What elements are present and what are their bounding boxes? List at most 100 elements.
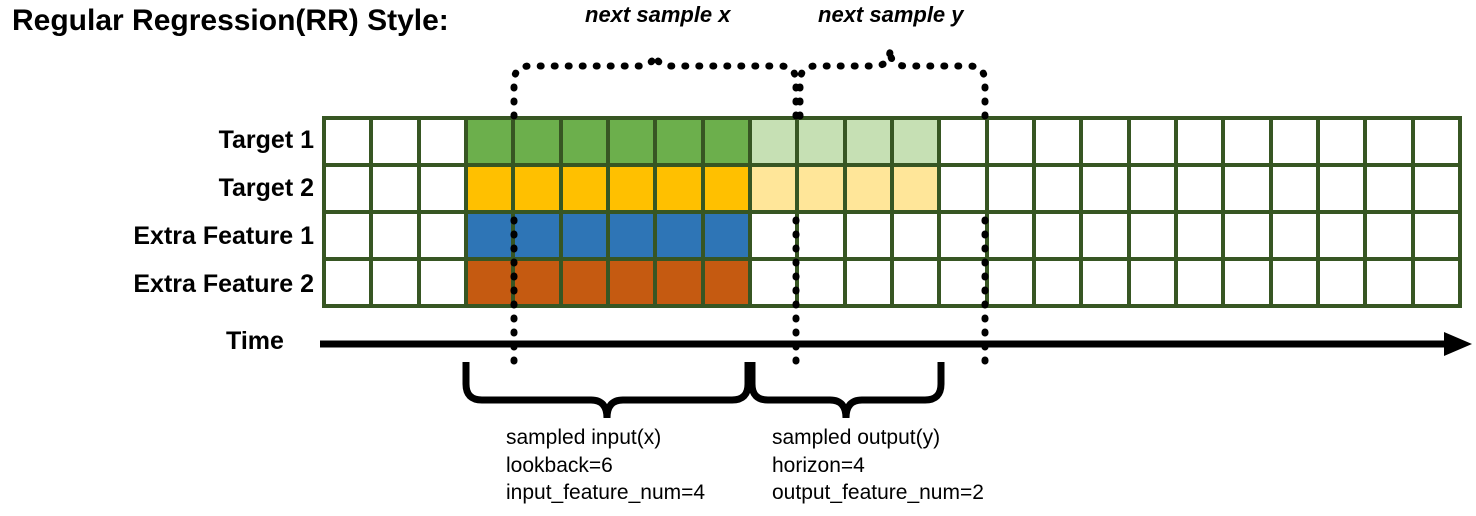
- row-label-extra-feature-1: Extra Feature 1: [133, 222, 314, 250]
- sampled-output-line-1: sampled output(y): [772, 426, 941, 449]
- annotation-sampled-input: sampled input(x) lookback=6 input_featur…: [506, 424, 705, 507]
- grid-cell: [799, 167, 843, 210]
- grid-cell: [751, 120, 796, 163]
- grid-cell: [1130, 120, 1174, 163]
- grid-cell: [1035, 214, 1080, 257]
- grid-cell: [1367, 214, 1411, 257]
- sampled-output-line-3: output_feature_num=2: [772, 481, 984, 505]
- grid-cell: [326, 261, 370, 304]
- grid-cell: [893, 261, 938, 304]
- grid-cell: [799, 261, 843, 304]
- row-label-extra-feature-2: Extra Feature 2: [133, 270, 314, 298]
- grid-cell: [893, 214, 938, 257]
- grid-cell: [1225, 167, 1269, 210]
- grid-cell: [1177, 214, 1222, 257]
- grid-cell: [1177, 120, 1222, 163]
- grid-cell: [1035, 120, 1080, 163]
- grid-cell: [467, 167, 512, 210]
- grid-cell: [1414, 167, 1458, 210]
- grid-cell: [1367, 120, 1411, 163]
- time-axis-label: Time: [226, 327, 284, 355]
- grid-cell: [1130, 167, 1174, 210]
- grid-cell: [657, 214, 701, 257]
- grid-cell: [609, 167, 654, 210]
- grid-cell: [467, 214, 512, 257]
- grid-cell: [1319, 261, 1364, 304]
- grid-cell: [326, 120, 370, 163]
- grid-cell: [1083, 120, 1127, 163]
- annotation-sampled-output: sampled output(y) horizon=4 output_featu…: [772, 424, 984, 507]
- grid-cell: [609, 261, 654, 304]
- grid-cell: [704, 214, 748, 257]
- grid-cell: [515, 261, 559, 304]
- grid-cell: [1083, 214, 1127, 257]
- grid-cell: [562, 120, 606, 163]
- grid-cell: [515, 167, 559, 210]
- grid-cell: [988, 214, 1032, 257]
- grid-cell: [988, 261, 1032, 304]
- grid-cell: [562, 261, 606, 304]
- grid-cell: [704, 167, 748, 210]
- grid-cell: [609, 214, 654, 257]
- grid-cell: [1130, 214, 1174, 257]
- grid-cell: [941, 261, 985, 304]
- grid-cell: [941, 120, 985, 163]
- grid-cell: [1414, 261, 1458, 304]
- grid-cell: [751, 214, 796, 257]
- grid-cell: [326, 214, 370, 257]
- grid-cell: [467, 120, 512, 163]
- sampled-input-line-1: sampled input(x): [506, 426, 662, 449]
- sampled-input-line-2: lookback=6: [506, 453, 613, 477]
- grid-cell: [609, 120, 654, 163]
- grid-cell: [988, 120, 1032, 163]
- grid-cell: [1225, 120, 1269, 163]
- page-title: Regular Regression(RR) Style:: [12, 4, 449, 37]
- grid-cell: [420, 167, 464, 210]
- grid-cell: [846, 214, 890, 257]
- grid-cell: [893, 167, 938, 210]
- grid-cell: [373, 120, 417, 163]
- grid-cell: [373, 167, 417, 210]
- grid-cell: [1035, 261, 1080, 304]
- grid-cell: [941, 167, 985, 210]
- grid-cell: [373, 214, 417, 257]
- row-label-target-1: Target 1: [218, 126, 314, 154]
- grid-cell: [515, 214, 559, 257]
- grid-cell: [1319, 167, 1364, 210]
- annotation-next-sample-x: next sample x: [585, 2, 731, 27]
- grid-cell: [1177, 167, 1222, 210]
- time-axis-arrow: [320, 332, 1472, 356]
- grid-cell: [420, 214, 464, 257]
- grid-cell: [373, 261, 417, 304]
- grid-cell: [1272, 214, 1316, 257]
- grid-cell: [704, 261, 748, 304]
- row-label-target-2: Target 2: [218, 174, 314, 202]
- grid-cell: [657, 120, 701, 163]
- grid-cell: [846, 167, 890, 210]
- grid-cell: [467, 261, 512, 304]
- grid-cell: [1083, 261, 1127, 304]
- grid-cell: [1414, 214, 1458, 257]
- sampled-output-line-2: horizon=4: [772, 453, 865, 477]
- grid-cell: [1319, 214, 1364, 257]
- grid-cell: [420, 261, 464, 304]
- grid-cell: [1130, 261, 1174, 304]
- grid-cell: [657, 261, 701, 304]
- grid-cell: [326, 167, 370, 210]
- grid-cell: [1272, 167, 1316, 210]
- grid-cell: [657, 167, 701, 210]
- grid-cell: [1035, 167, 1080, 210]
- grid-cell: [1177, 261, 1222, 304]
- grid-cell: [562, 167, 606, 210]
- grid-cell: [751, 261, 796, 304]
- grid-cell: [1367, 261, 1411, 304]
- grid-cell: [799, 120, 843, 163]
- grid-cell: [941, 214, 985, 257]
- grid-cell: [846, 120, 890, 163]
- sampled-input-line-3: input_feature_num=4: [506, 481, 706, 505]
- grid-cell: [1272, 120, 1316, 163]
- grid-cell: [515, 120, 559, 163]
- grid-cell: [988, 167, 1032, 210]
- grid-cell: [1083, 167, 1127, 210]
